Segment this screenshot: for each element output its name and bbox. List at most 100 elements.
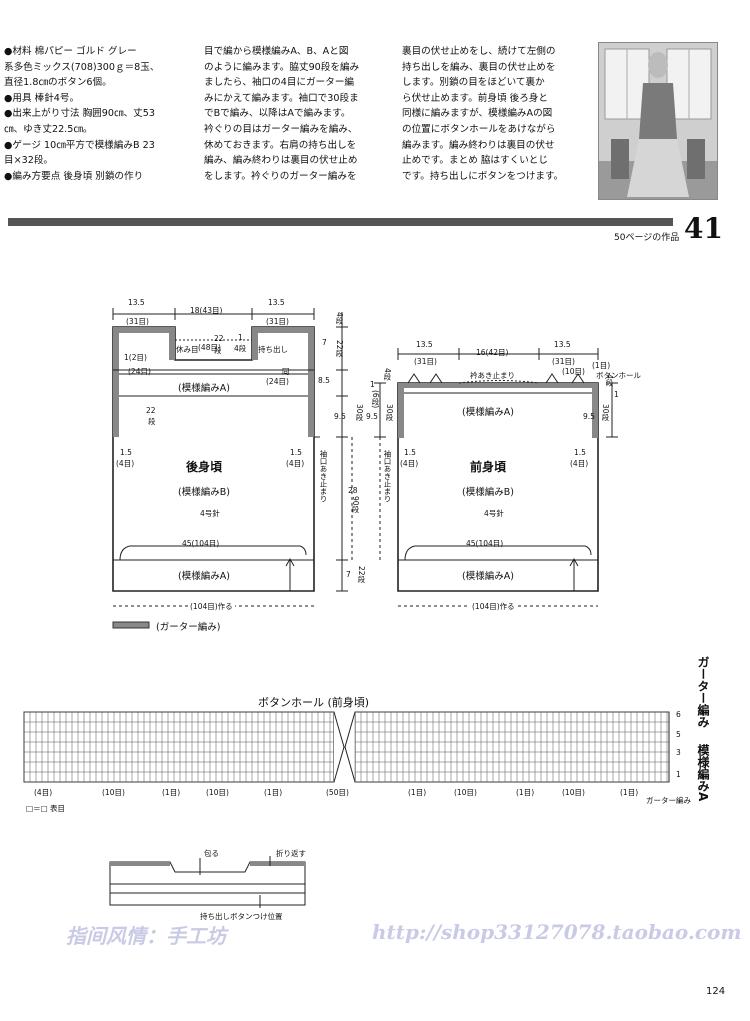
page-number: 124 — [706, 986, 726, 997]
chart-br-0: (1目) — [408, 788, 427, 797]
back-r-30: 30段 — [355, 404, 364, 422]
back-n22u: 段 — [214, 346, 222, 355]
model-photo — [598, 42, 718, 200]
front-body-w: 45(104目) — [466, 539, 504, 548]
front-needle: 4号針 — [484, 509, 504, 518]
back-right-same: 同 — [282, 367, 290, 376]
front-buttonhole: ボタンホール — [596, 371, 641, 380]
back-right-24: (24目) — [266, 377, 289, 386]
back-left-1: 1(2目) — [124, 353, 147, 362]
back-r-28: 28 — [348, 486, 358, 495]
back-d22u: 段 — [148, 417, 156, 426]
front-neck: 衿あき止まり — [470, 371, 515, 380]
chart-br-3: (10目) — [562, 788, 585, 797]
back-n22: 22 — [214, 334, 224, 343]
back-pattern-a-top: (模様編みA) — [178, 383, 230, 394]
back-r-22b: 22段 — [357, 566, 366, 584]
chart-bl-1: (10目) — [102, 788, 125, 797]
back-top-w-left-st: (31目) — [126, 317, 149, 326]
front-one-st: (1目) — [592, 361, 611, 370]
front-w-left: 13.5 — [416, 340, 433, 349]
front-pattern-a-top: (模様編みA) — [462, 407, 514, 418]
back-body-w: 45(104目) — [182, 539, 220, 548]
front-pattern-a-bottom: (模様編みA) — [462, 571, 514, 582]
watermark-left: 指间风情：手工坊 — [66, 924, 226, 948]
grid-right — [354, 711, 669, 783]
chart-br-1: (10目) — [454, 788, 477, 797]
back-mochidashi: 持ち出し — [258, 345, 288, 354]
front-l-30: 30段 — [385, 404, 394, 422]
back-r-4: 4段 — [335, 312, 344, 325]
chart-row-6: 6 — [676, 710, 681, 719]
chart-title: ボタンホール (前身頃) — [258, 696, 370, 709]
chart-br-2: (1目) — [516, 788, 535, 797]
chart-bl-5: (50目) — [326, 788, 349, 797]
chart-bl-4: (1目) — [264, 788, 283, 797]
back-needle: 4号針 — [200, 509, 220, 518]
front-w-mid: 16(42目) — [476, 348, 509, 357]
front-w-right-st: (31目) — [552, 357, 575, 366]
small-btn: 持ち出しボタンつけ位置 — [200, 912, 283, 921]
model-photo-drawing — [599, 43, 717, 199]
front-w-left-st: (31目) — [414, 357, 437, 366]
back-pattern-b: (模様編みB) — [178, 487, 230, 498]
front-side-15r: 1.5 — [574, 448, 586, 457]
back-r-7: 7 — [322, 338, 327, 347]
chart-bl-3: (10目) — [206, 788, 229, 797]
header-rule — [8, 218, 673, 226]
buttonhole-chart — [23, 711, 670, 783]
legend-garter: (ガーター編み) — [156, 622, 221, 633]
back-d22: 22 — [146, 406, 156, 415]
back-side-4r: (4目) — [286, 459, 305, 468]
small-fold: 折り返す — [276, 849, 306, 858]
back-r-7b: 7 — [346, 570, 351, 579]
chart-row-5: 5 — [676, 730, 681, 739]
back-top-w-right: 13.5 — [268, 298, 285, 307]
front-r-30: 30段 — [601, 404, 610, 422]
chart-bl-2: (1目) — [162, 788, 181, 797]
front-cast-on: (104目)作る — [470, 601, 517, 612]
front-title: 前身頃 — [470, 460, 507, 474]
chart-bottom-garter: ガーター編み — [646, 796, 691, 805]
grid-left — [23, 711, 334, 783]
front-side-15l: 1.5 — [404, 448, 416, 457]
text-col-3: 裏目の伏せ止めをし、続けて左側の 持ち出しを編み、裏目の伏せ止めを します。別鎖… — [402, 46, 564, 182]
back-top-w-mid: 18(43目) — [190, 306, 223, 315]
front-neck-st: (10目) — [562, 367, 585, 376]
front-w-right: 13.5 — [554, 340, 571, 349]
back-n1: 1 — [238, 333, 243, 342]
back-top-w-right-st: (31目) — [266, 317, 289, 326]
front-l-95: 9.5 — [366, 412, 378, 421]
back-n1u: 4段 — [234, 344, 247, 353]
front-l-1: 1 — [370, 380, 375, 389]
back-cast-on: (104目)作る — [188, 601, 235, 612]
text-col-2: 目で編から模様編みA、B、Aと図 のように編みます。脇丈90段を編み ましたら、… — [204, 46, 360, 182]
front-l-6: (6段) — [371, 390, 380, 409]
front-l-4: 4段 — [383, 368, 392, 381]
chart-side-pattern: 模様編みA — [696, 744, 710, 802]
front-r-4: 4段 — [605, 374, 614, 387]
front-pattern-b: (模様編みB) — [462, 487, 514, 498]
back-sode-v: 袖口あき止まり — [319, 450, 328, 503]
chart-br-4: (1目) — [620, 788, 639, 797]
back-title: 後身頃 — [186, 460, 223, 474]
chart-row-3: 3 — [676, 748, 681, 757]
front-side-4r: (4目) — [570, 459, 589, 468]
back-yasume: 休み目 — [176, 345, 199, 354]
text-col-1: ●材料 棉パピー ゴルド グレー 系多色ミックス(708)300ｇ＝8玉、 直径… — [4, 46, 160, 182]
back-top-w-left: 13.5 — [128, 298, 145, 307]
back-neck-st: (48目) — [198, 343, 221, 352]
chart-legend: □＝□ 表目 — [26, 804, 66, 813]
back-r-22: 22段 — [335, 340, 344, 358]
front-r-1: 1 — [614, 390, 619, 399]
back-left-24: (24目) — [128, 367, 151, 376]
back-side-4l: (4目) — [116, 459, 135, 468]
front-r-95: 9.5 — [583, 412, 595, 421]
small-diagram — [109, 856, 306, 908]
back-r-85: 8.5 — [318, 376, 330, 385]
chart-side-garter: ガーター編み — [696, 656, 710, 728]
back-r-90: 90段 — [351, 496, 360, 514]
back-r-95: 9.5 — [334, 412, 346, 421]
back-pattern-a-bottom: (模様編みA) — [178, 571, 230, 582]
